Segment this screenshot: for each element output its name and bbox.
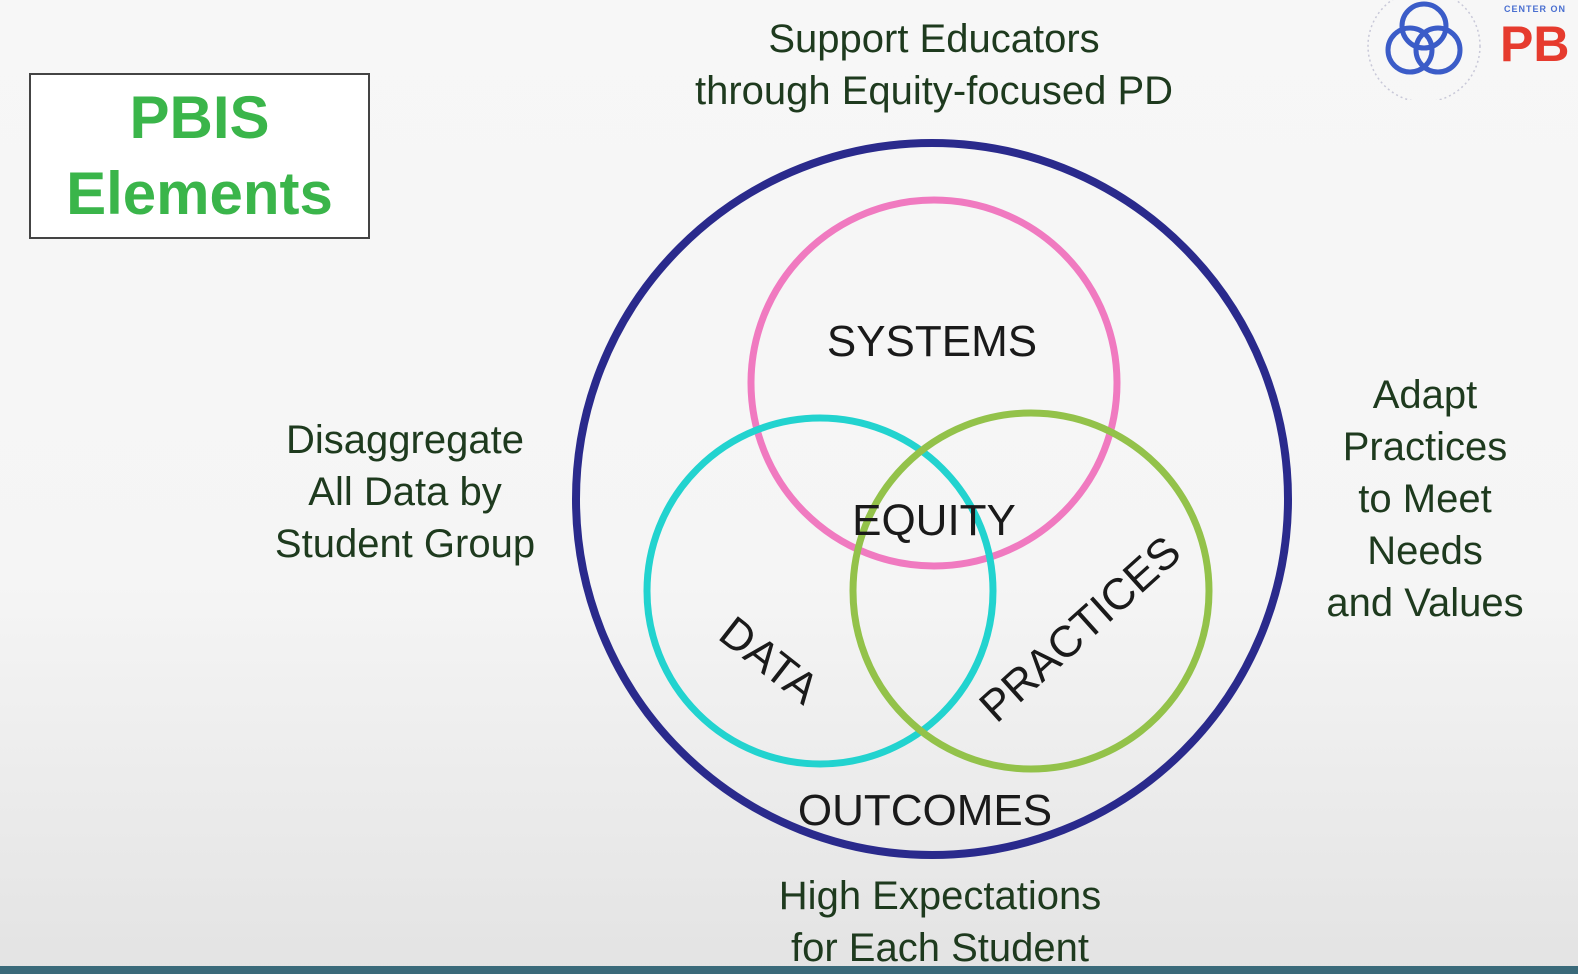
logo-word: PB [1500, 16, 1570, 72]
caption-right-line: and Values [1326, 581, 1524, 625]
caption-left-line: Disaggregate [286, 418, 524, 462]
caption-top-line: through Equity-focused PD [694, 69, 1174, 113]
title-box: PBIS Elements [29, 73, 370, 239]
caption-top-line: Support Educators [768, 17, 1100, 61]
title-line-1: PBIS [129, 84, 270, 151]
caption-left: Disaggregate All Data by Student Group [230, 414, 580, 570]
caption-top: Support Educators through Equity-focused… [604, 13, 1264, 117]
caption-right-line: to Meet [1358, 477, 1492, 521]
practices-label: PRACTICES [970, 527, 1190, 732]
bottom-bar [0, 966, 1578, 974]
logo-rings-icon [1367, 0, 1481, 100]
caption-left-line: Student Group [274, 522, 536, 566]
practices-circle [849, 409, 1213, 773]
caption-bottom-line: High Expectations [778, 874, 1102, 918]
caption-right-line: Needs [1367, 529, 1483, 573]
center-on-pbis-logo: CENTER ON PB [1366, 0, 1578, 100]
logo-top-text: CENTER ON [1504, 4, 1567, 14]
caption-bottom-line: for Each Student [791, 926, 1089, 970]
outcomes-label: OUTCOMES [798, 786, 1052, 835]
caption-left-line: All Data by [308, 470, 502, 514]
data-label: DATA [710, 607, 828, 714]
caption-right: Adapt Practices to Meet Needs and Values [1290, 369, 1560, 629]
outer-circle [572, 139, 1292, 859]
caption-right-line: Practices [1342, 425, 1508, 469]
data-circle [643, 414, 997, 768]
equity-label: EQUITY [852, 496, 1016, 545]
systems-label: SYSTEMS [827, 317, 1037, 366]
title-line-2: Elements [66, 160, 333, 227]
caption-bottom: High Expectations for Each Student [690, 870, 1190, 974]
systems-circle [747, 196, 1121, 570]
caption-right-line: Adapt [1372, 373, 1478, 417]
